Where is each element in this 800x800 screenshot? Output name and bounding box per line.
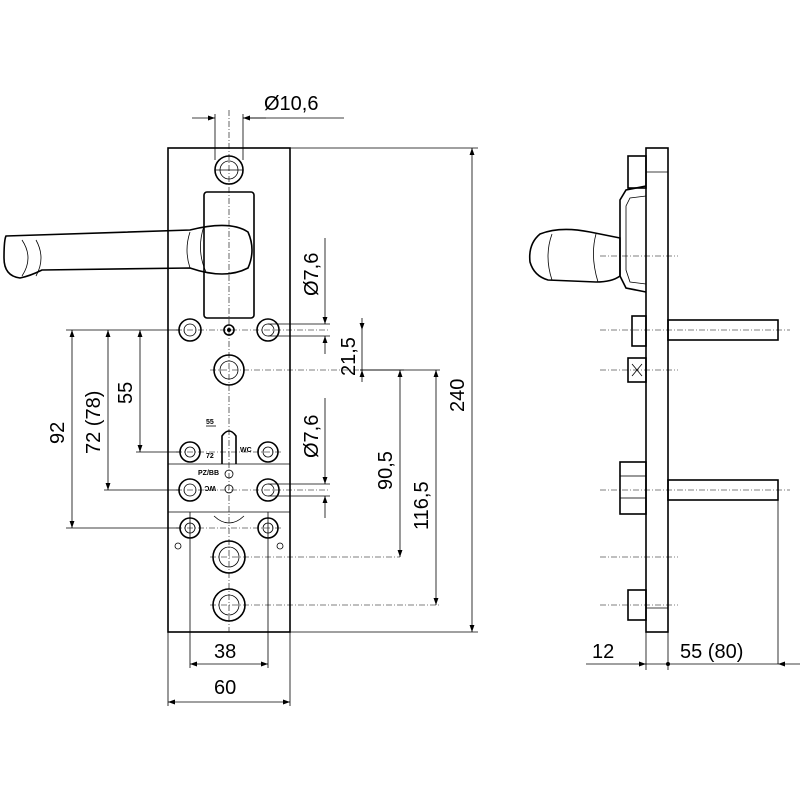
dim-55-80: 55 (80) [680,641,743,663]
dim-55: 55 [115,382,137,404]
marking-wc: WC [240,447,252,454]
marking-wc-inverted: WC [204,484,216,491]
side-lever [528,228,621,283]
lever-handle [3,224,253,279]
marker-wc [224,484,234,494]
dim-240: 240 [447,379,469,412]
dim-116-5: 116,5 [411,481,433,530]
hole-top [214,155,244,185]
dim-diameter-7-6-lower: Ø7,6 [301,415,323,458]
front-dimensions: Ø10,6 Ø7,6 21,5 Ø7,6 90,5 116,5 240 [47,93,478,706]
dim-72-78: 72 (78) [83,391,105,454]
side-view: 12 55 (80) [528,147,800,670]
side-lower-block [619,461,647,515]
dim-92: 92 [47,422,69,444]
marking-55: 55 [206,419,214,426]
cylinder-slot [221,430,237,464]
marker-pzbb [224,469,234,479]
side-plate [645,147,669,633]
side-rose [619,185,647,293]
dim-diameter-10-6: Ø10,6 [264,93,318,115]
front-view: 55 72 WC PZ/BB WC [3,110,440,633]
marking-pzbb: PZ/BB [198,470,219,477]
dim-60: 60 [214,677,236,699]
dim-38: 38 [214,641,236,663]
dim-diameter-7-6-upper: Ø7,6 [301,253,323,296]
marking-72: 72 [206,453,214,460]
dim-21-5: 21,5 [338,337,360,376]
dim-90-5: 90,5 [375,451,397,490]
dim-12: 12 [592,641,614,663]
